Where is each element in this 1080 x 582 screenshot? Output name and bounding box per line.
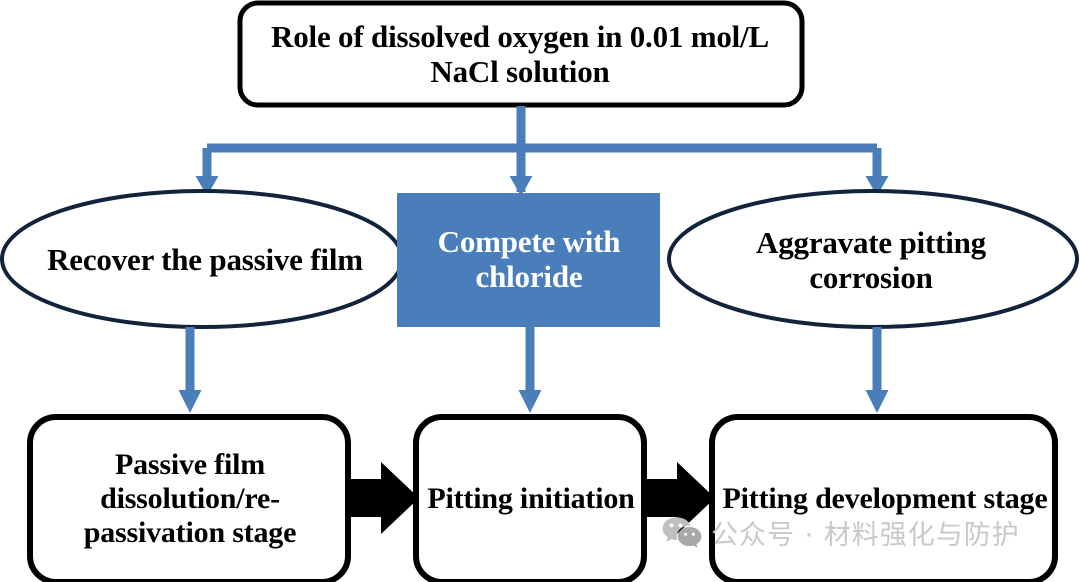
recover-passive-film-label: Recover the passive film (47, 242, 363, 278)
passive-film-dissolution-label: Passive film dissolution/re-passivation … (83, 447, 297, 550)
fork-arrowheads (195, 176, 889, 196)
middle-to-bottom-arrowheads (178, 390, 889, 413)
middle-to-bottom-connectors (185, 327, 882, 392)
black-block-arrow-2 (643, 462, 715, 534)
pitting-initiation-label: Pitting initiation (427, 481, 635, 515)
title-box-label: Role of dissolved oxygen in 0.01 mol/L N… (271, 18, 769, 89)
compete-with-chloride-box (397, 193, 660, 327)
title-box-shape (237, 0, 805, 108)
fork-connector (202, 106, 882, 192)
aggravate-pitting-corrosion-label: Aggravate pitting corrosion (756, 224, 986, 295)
pitting-development-label: Pitting development stage (722, 481, 1048, 515)
compete-with-chloride-label: Compete with chloride (437, 223, 621, 294)
black-block-arrow-1 (347, 462, 419, 534)
